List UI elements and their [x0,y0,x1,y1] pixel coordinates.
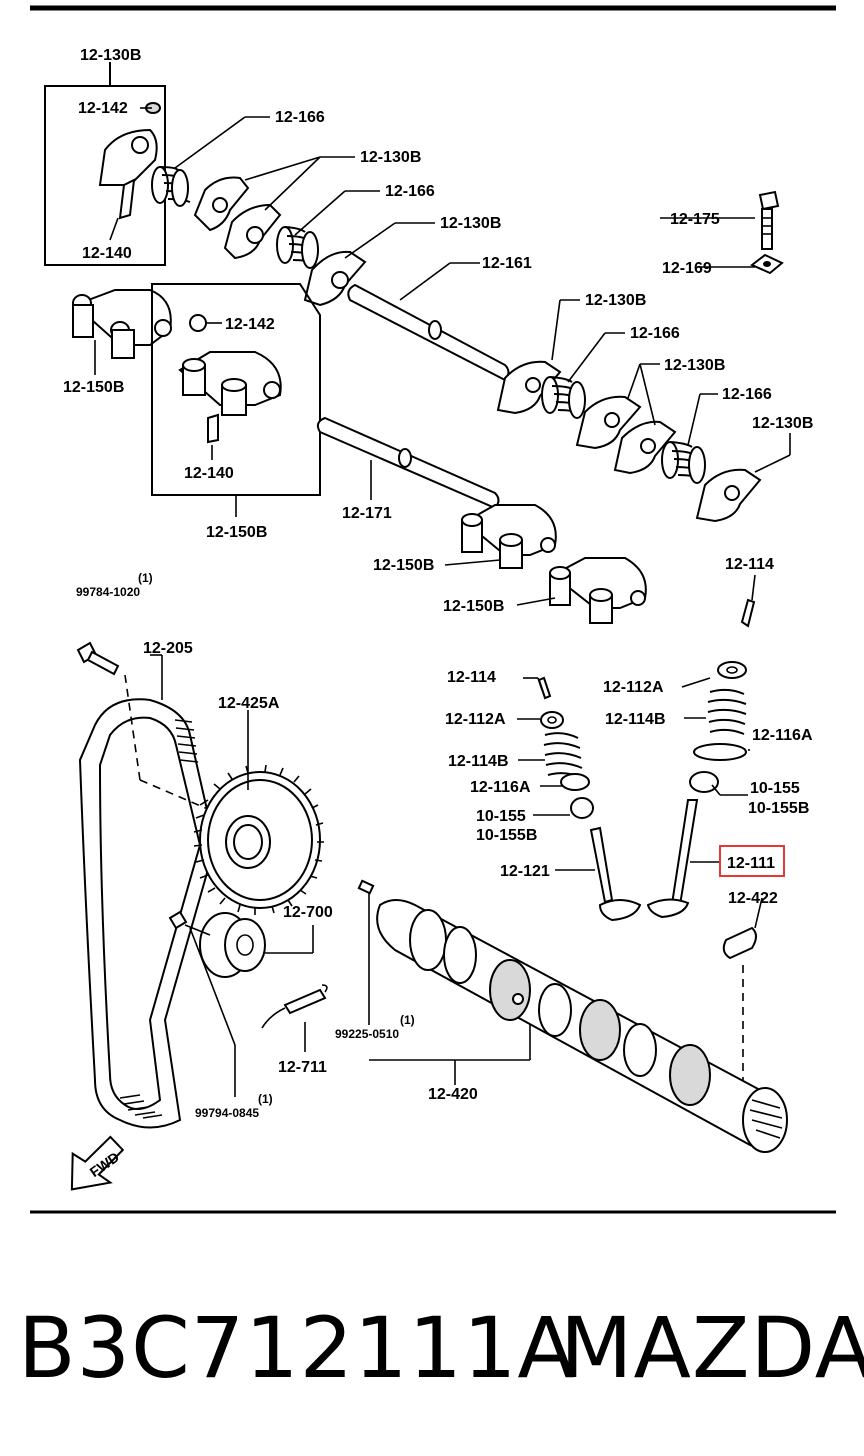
highlight-box [719,845,785,877]
timing-belt-assembly [76,641,328,1129]
label-12-420[interactable]: 12-420 [428,1086,478,1103]
label-12-711[interactable]: 12-711 [278,1059,327,1076]
label-12-130b[interactable]: 12-130B [440,215,501,232]
label-12-166[interactable]: 12-166 [722,386,772,403]
label-12-116a[interactable]: 12-116A [470,779,531,796]
label-12-130b[interactable]: 12-130B [80,47,141,64]
label-12-422[interactable]: 12-422 [728,890,778,907]
label-12-169[interactable]: 12-169 [662,260,712,277]
label-12-130b[interactable]: 12-130B [664,357,725,374]
label-12-114b[interactable]: 12-114B [448,753,509,770]
brand-name: MAZDA [560,1299,864,1397]
valve-assembly [517,661,763,1085]
bolt-and-washer [750,190,784,275]
right-rocker-assembly [316,360,762,523]
leaders-upper [174,116,755,301]
label-99225-0510[interactable]: 99225-0510 [335,1027,399,1041]
label-qty-1: (1) [258,1092,273,1106]
label-12-150b[interactable]: 12-150B [63,379,124,396]
label-12-114[interactable]: 12-114 [725,556,774,573]
footer: B3C712111A MAZDA [0,1290,864,1410]
lifter-box-middle [151,283,321,517]
label-12-140[interactable]: 12-140 [184,465,234,482]
label-12-130b[interactable]: 12-130B [585,292,646,309]
label-10-155[interactable]: 10-155 [750,780,800,797]
label-12-166[interactable]: 12-166 [630,325,680,342]
label-12-166[interactable]: 12-166 [385,183,435,200]
label-12-130b[interactable]: 12-130B [360,149,421,166]
part-labels: 12-130B 12-142 12-140 12-166 12-130B 12-… [63,47,813,1180]
label-12-114b[interactable]: 12-114B [605,711,666,728]
label-12-161[interactable]: 12-161 [482,255,532,272]
label-12-111[interactable]: 12-111 [727,855,775,872]
label-10-155[interactable]: 10-155 [476,808,526,825]
label-12-121[interactable]: 12-121 [500,863,550,880]
fwd-arrow [70,1135,125,1191]
label-12-112a[interactable]: 12-112A [445,711,506,728]
label-12-112a[interactable]: 12-112A [603,679,664,696]
label-12-142[interactable]: 12-142 [225,316,275,333]
label-12-150b[interactable]: 12-150B [206,524,267,541]
label-12-175[interactable]: 12-175 [670,211,720,228]
lifter-assembly-lower [444,504,756,628]
lifter-assembly-left [72,289,172,375]
camshaft [357,879,788,1153]
label-99784-1020[interactable]: 99784-1020 [76,585,140,599]
label-12-130b[interactable]: 12-130B [752,415,813,432]
label-12-205[interactable]: 12-205 [143,640,193,657]
label-10-155b[interactable]: 10-155B [748,800,809,817]
rocker-arm-box-top [44,62,166,266]
label-12-150b[interactable]: 12-150B [373,557,434,574]
label-qty-1: (1) [400,1013,415,1027]
label-12-116a[interactable]: 12-116A [752,727,813,744]
label-12-150b[interactable]: 12-150B [443,598,504,615]
upper-rocker-assembly [151,166,510,382]
label-12-171[interactable]: 12-171 [342,505,392,522]
label-12-140[interactable]: 12-140 [82,245,132,262]
label-12-700[interactable]: 12-700 [283,904,333,921]
label-99794-0845[interactable]: 99794-0845 [195,1106,259,1120]
parts-diagram: 12-130B 12-142 12-140 12-166 12-130B 12-… [30,5,836,1214]
part-number: B3C712111A [18,1299,576,1397]
leaders-belt [150,654,531,1097]
label-12-166[interactable]: 12-166 [275,109,325,126]
label-12-114[interactable]: 12-114 [447,669,496,686]
leaders-right [370,299,791,500]
label-12-142[interactable]: 12-142 [78,100,128,117]
label-12-425a[interactable]: 12-425A [218,695,280,712]
label-qty-1: (1) [138,571,153,585]
label-10-155b[interactable]: 10-155B [476,827,537,844]
